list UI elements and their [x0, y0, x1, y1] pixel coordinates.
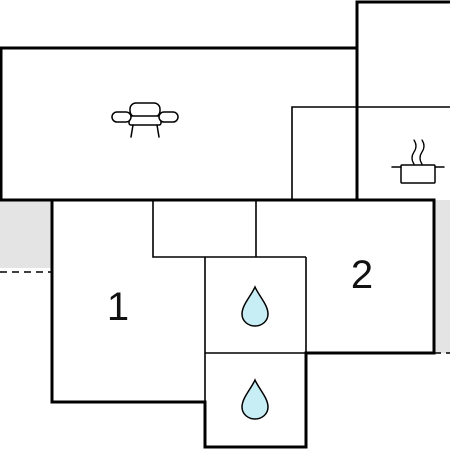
kitchen-room: [291, 106, 450, 200]
adjacent-area-left: [0, 200, 52, 268]
water-drop-icon: [241, 378, 269, 420]
adjacent-area-right: [434, 200, 450, 353]
hallway-walls: [152, 200, 306, 258]
room-number-1: 1: [107, 285, 129, 329]
water-drop-icon: [241, 285, 269, 327]
upper-right-room-wall: [355, 0, 450, 50]
armchair-icon: [111, 102, 179, 138]
room-number-2: 2: [351, 253, 373, 297]
living-room: [0, 46, 359, 202]
cooking-pot-icon: [391, 139, 445, 184]
lower-section-outline: [50, 198, 436, 449]
